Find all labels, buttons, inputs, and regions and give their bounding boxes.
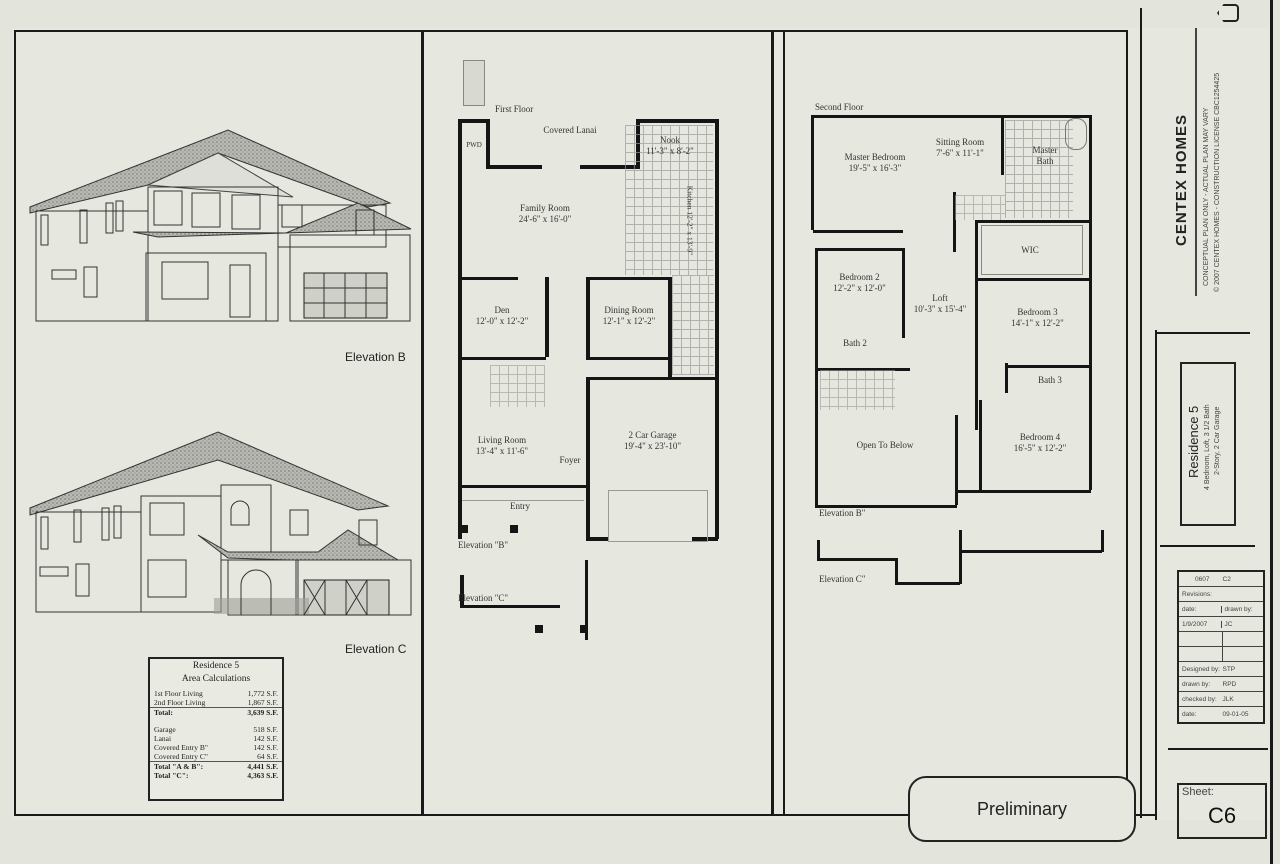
- room-kitchen: Kitchen 12'-2" x 13'-9": [685, 185, 695, 256]
- titleblock-sep-3: [1168, 748, 1268, 750]
- brand-name: CENTEX HOMES: [1173, 113, 1190, 246]
- elevation-c-drawing: [29, 431, 412, 616]
- elevation-b-drawing: [29, 129, 412, 322]
- area-total-row: Total:3,639 S.F.: [154, 708, 278, 717]
- preliminary-text: Preliminary: [976, 798, 1068, 819]
- brand-divider: [1195, 28, 1197, 296]
- electrical-meter-symbol: [463, 60, 485, 106]
- area-total-row: Total "C":4,363 S.F.: [154, 771, 278, 780]
- titleblock-sep-1: [1155, 332, 1250, 334]
- titleblock-right: [1270, 0, 1273, 864]
- area-total-row: Total "A & B":4,441 S.F.: [154, 762, 278, 771]
- room-pwd: PWD: [466, 141, 482, 149]
- room-bath-2: Bath 2: [843, 338, 867, 348]
- area-row: Covered Entry C"64 S.F.: [150, 752, 282, 762]
- house-logo-icon: [1217, 4, 1239, 22]
- area-calculations-table: Residence 5 Area Calculations 1st Floor …: [148, 657, 284, 801]
- divider-2: [771, 30, 774, 816]
- frame-left: [14, 30, 16, 816]
- room-foyer: Foyer: [559, 455, 581, 465]
- titleblock-left: [1140, 8, 1142, 818]
- area-row: Covered Entry B"142 S.F.: [154, 743, 278, 752]
- area-title: Residence 5: [192, 661, 240, 671]
- titleblock-sep-2: [1160, 545, 1255, 547]
- elevation-c-label: Elevation C: [345, 642, 407, 656]
- divider-3: [783, 30, 785, 816]
- room-open-to-below: Open To Below: [856, 440, 914, 450]
- room-bath-3: Bath 3: [1038, 375, 1062, 385]
- revision-entry: [1179, 647, 1263, 662]
- residence-subtitle-1: 4 Bedroom, Loft, 3 1/2 Bath: [1204, 404, 1211, 490]
- area-subtitle: Area Calculations: [181, 674, 251, 684]
- brand-disclaimer-2: © 2007 CENTEX HOMES - CONSTRUCTION LICEN…: [1214, 72, 1221, 292]
- residence-subtitle-2: 2-Story, 2 Car Garage: [1214, 406, 1221, 475]
- first-floor-elevation-c: Elevation "C": [458, 593, 509, 603]
- brand-disclaimer-1: CONCEPTUAL PLAN ONLY - ACTUAL PLAN MAY V…: [1203, 107, 1210, 286]
- divider-1: [421, 30, 424, 816]
- sheet-number: C6: [1207, 803, 1237, 828]
- room-master-bath: Master Bath: [1032, 145, 1058, 166]
- frame-right: [1126, 30, 1128, 780]
- room-wic: WIC: [1021, 245, 1039, 255]
- first-floor-elevation-b: Elevation "B": [458, 540, 509, 550]
- second-floor-label: Second Floor: [815, 102, 864, 112]
- residence-box: [1180, 362, 1236, 526]
- second-floor-elevation-c: Elevation C": [819, 574, 866, 584]
- residence-title: Residence 5: [1186, 405, 1201, 478]
- preliminary-stamp: Preliminary: [908, 776, 1136, 842]
- frame-bottom: [14, 814, 1156, 816]
- revision-entry: [1179, 632, 1263, 647]
- titleblock-inner: [1155, 330, 1157, 820]
- frame-top: [16, 30, 1128, 32]
- first-floor-label: First Floor: [495, 104, 534, 114]
- sheet-label: Sheet:: [1182, 786, 1214, 798]
- sheet-box: Sheet: C6: [1177, 783, 1267, 839]
- second-floor-elevation-b: Elevation B": [819, 508, 866, 518]
- elevation-b-label: Elevation B: [345, 350, 406, 364]
- room-entry: Entry: [510, 501, 530, 511]
- room-covered-lanai: Covered Lanai: [543, 125, 597, 135]
